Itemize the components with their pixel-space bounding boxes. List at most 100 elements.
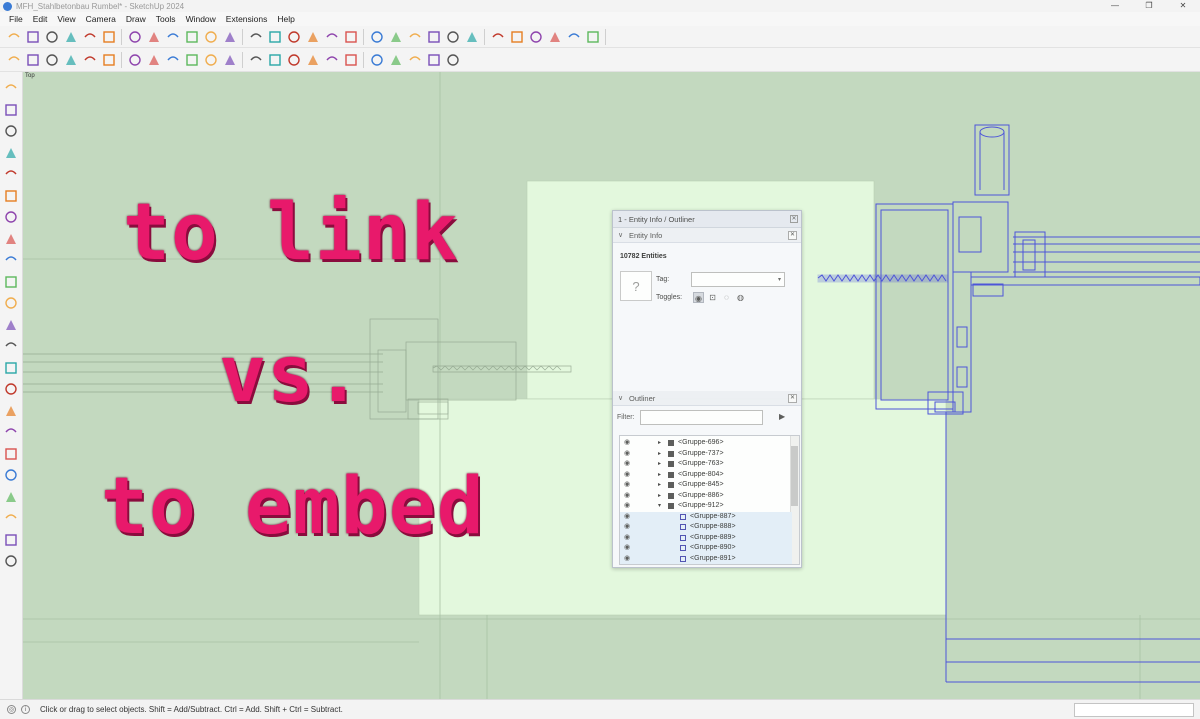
text-icon[interactable]	[388, 29, 404, 45]
shadow-icon[interactable]	[267, 52, 283, 68]
tag-dropdown[interactable]: ▾	[691, 272, 785, 287]
walk-icon[interactable]	[3, 381, 19, 397]
menu-extensions[interactable]: Extensions	[225, 14, 268, 24]
outliner-scrollbar[interactable]	[790, 436, 799, 564]
tape-icon[interactable]	[343, 29, 359, 45]
outliner-options-icon[interactable]: ▶	[779, 412, 786, 421]
collapse-arrow-icon[interactable]: ▾	[658, 503, 662, 509]
visibility-eye-icon[interactable]: ◉	[624, 491, 631, 499]
line-icon[interactable]	[222, 29, 238, 45]
visibility-eye-icon[interactable]: ◉	[624, 533, 631, 541]
layers-icon[interactable]	[3, 489, 19, 505]
outliner-row[interactable]: ◉▸<Gruppe-886>	[620, 491, 792, 502]
textured-icon[interactable]	[203, 52, 219, 68]
offset-icon[interactable]	[203, 29, 219, 45]
outliner-row[interactable]: ◉<Gruppe-889>	[620, 532, 792, 543]
polygon-icon[interactable]	[324, 29, 340, 45]
protractor-icon[interactable]	[369, 29, 385, 45]
maximize-button[interactable]: ❐	[1145, 1, 1153, 10]
view-right-icon[interactable]	[63, 52, 79, 68]
close-button[interactable]: ✕	[1179, 1, 1187, 10]
arc-icon[interactable]	[3, 252, 19, 268]
filter-input[interactable]	[640, 410, 763, 425]
freehand-icon[interactable]	[248, 29, 264, 45]
wireframe-icon[interactable]	[146, 52, 162, 68]
section-plane-icon[interactable]	[3, 446, 19, 462]
entity-info-close-icon[interactable]: ✕	[788, 231, 797, 240]
profile-icon[interactable]	[445, 52, 461, 68]
entity-info-header[interactable]: ∨ Entity Info ✕	[613, 228, 801, 243]
display-section-icon[interactable]	[3, 467, 19, 483]
scale-icon[interactable]	[184, 29, 200, 45]
visibility-eye-icon[interactable]: ◉	[624, 512, 631, 520]
3d-warehouse-icon[interactable]	[63, 29, 79, 45]
outliner-row[interactable]: ◉<Gruppe-887>	[620, 511, 792, 522]
measurements-box[interactable]	[1074, 703, 1194, 717]
menu-file[interactable]: File	[9, 14, 23, 24]
rectangle-icon[interactable]	[3, 188, 19, 204]
orbit-icon[interactable]	[3, 360, 19, 376]
zoom-icon[interactable]	[3, 317, 19, 333]
outliner-tree[interactable]: ◉▸<Gruppe-696>◉▸<Gruppe-737>◉▸<Gruppe-76…	[619, 435, 800, 565]
walk-icon[interactable]	[324, 52, 340, 68]
expand-arrow-icon[interactable]: ▸	[658, 450, 662, 457]
visibility-eye-icon[interactable]: ◉	[624, 481, 631, 488]
move-icon[interactable]	[127, 29, 143, 45]
visibility-eye-icon[interactable]: ◉	[624, 449, 631, 457]
expand-arrow-icon[interactable]: ▸	[658, 471, 662, 478]
menu-camera[interactable]: Camera	[85, 14, 116, 24]
follow-me-icon[interactable]	[3, 295, 19, 311]
pan-icon[interactable]	[490, 29, 506, 45]
freehand-icon[interactable]	[3, 166, 19, 182]
fog-icon[interactable]	[286, 52, 302, 68]
paint-icon[interactable]	[101, 29, 117, 45]
info-icon[interactable]	[407, 52, 423, 68]
dimension-icon[interactable]	[426, 29, 442, 45]
outliner-row[interactable]: ◉<Gruppe-890>	[620, 543, 792, 554]
outliner-row[interactable]: ◉▸<Gruppe-845>	[620, 480, 792, 491]
outliner-row[interactable]: ◉▸<Gruppe-763>	[620, 459, 792, 470]
tag-icon[interactable]	[343, 52, 359, 68]
chevron-down-icon[interactable]: ∨	[618, 395, 624, 402]
style-icon[interactable]	[585, 29, 601, 45]
rotate-icon[interactable]	[3, 209, 19, 225]
menu-tools[interactable]: Tools	[155, 14, 176, 24]
visibility-eye-icon[interactable]: ◉	[624, 460, 631, 467]
menu-edit[interactable]: Edit	[32, 14, 48, 24]
info-icon[interactable]: i	[21, 705, 30, 714]
chevron-down-icon[interactable]: ∨	[618, 232, 624, 239]
arc-icon[interactable]	[267, 29, 283, 45]
visibility-eye-icon[interactable]: ◉	[624, 439, 631, 446]
text-icon[interactable]	[3, 123, 19, 139]
outliner-row[interactable]: ◉▾<Gruppe-912>	[620, 501, 792, 512]
ruby-icon[interactable]	[3, 553, 19, 569]
geo-location-icon[interactable]: ◎	[7, 705, 16, 714]
view-front-icon[interactable]	[44, 52, 60, 68]
view-iso-icon[interactable]	[6, 52, 22, 68]
orbit-icon[interactable]	[464, 29, 480, 45]
visibility-eye-icon[interactable]: ◉	[624, 554, 631, 562]
zoom-extents-icon[interactable]	[3, 338, 19, 354]
outliner-row[interactable]: ◉<Gruppe-888>	[620, 522, 792, 533]
outliner-row[interactable]: ◉<Gruppe-891>	[620, 553, 792, 564]
outliner-row[interactable]: ◉▸<Gruppe-696>	[620, 438, 792, 449]
monochrome-icon[interactable]	[222, 52, 238, 68]
entity-outliner-tray[interactable]: 1 - Entity Info / Outliner ✕ ∨ Entity In…	[612, 210, 802, 568]
expand-arrow-icon[interactable]: ▸	[658, 482, 662, 488]
select-icon[interactable]	[3, 80, 19, 96]
paint-bucket-icon[interactable]	[3, 102, 19, 118]
visibility-eye-icon[interactable]: ◉	[624, 523, 631, 530]
outliner-row[interactable]: ◉▸<Gruppe-737>	[620, 449, 792, 460]
select-icon[interactable]	[82, 29, 98, 45]
axes-icon[interactable]	[407, 29, 423, 45]
view-left-icon[interactable]	[101, 52, 117, 68]
tray-title-bar[interactable]: 1 - Entity Info / Outliner ✕	[613, 211, 801, 228]
sandbox-icon[interactable]	[248, 52, 264, 68]
component-icon[interactable]	[3, 510, 19, 526]
rectangle-icon[interactable]	[286, 29, 302, 45]
outliner-scroll-thumb[interactable]	[791, 446, 798, 506]
lock-icon[interactable]: ⊡	[709, 293, 716, 302]
look-around-icon[interactable]	[3, 403, 19, 419]
axes-icon[interactable]	[3, 145, 19, 161]
solid-tools-icon[interactable]	[566, 29, 582, 45]
